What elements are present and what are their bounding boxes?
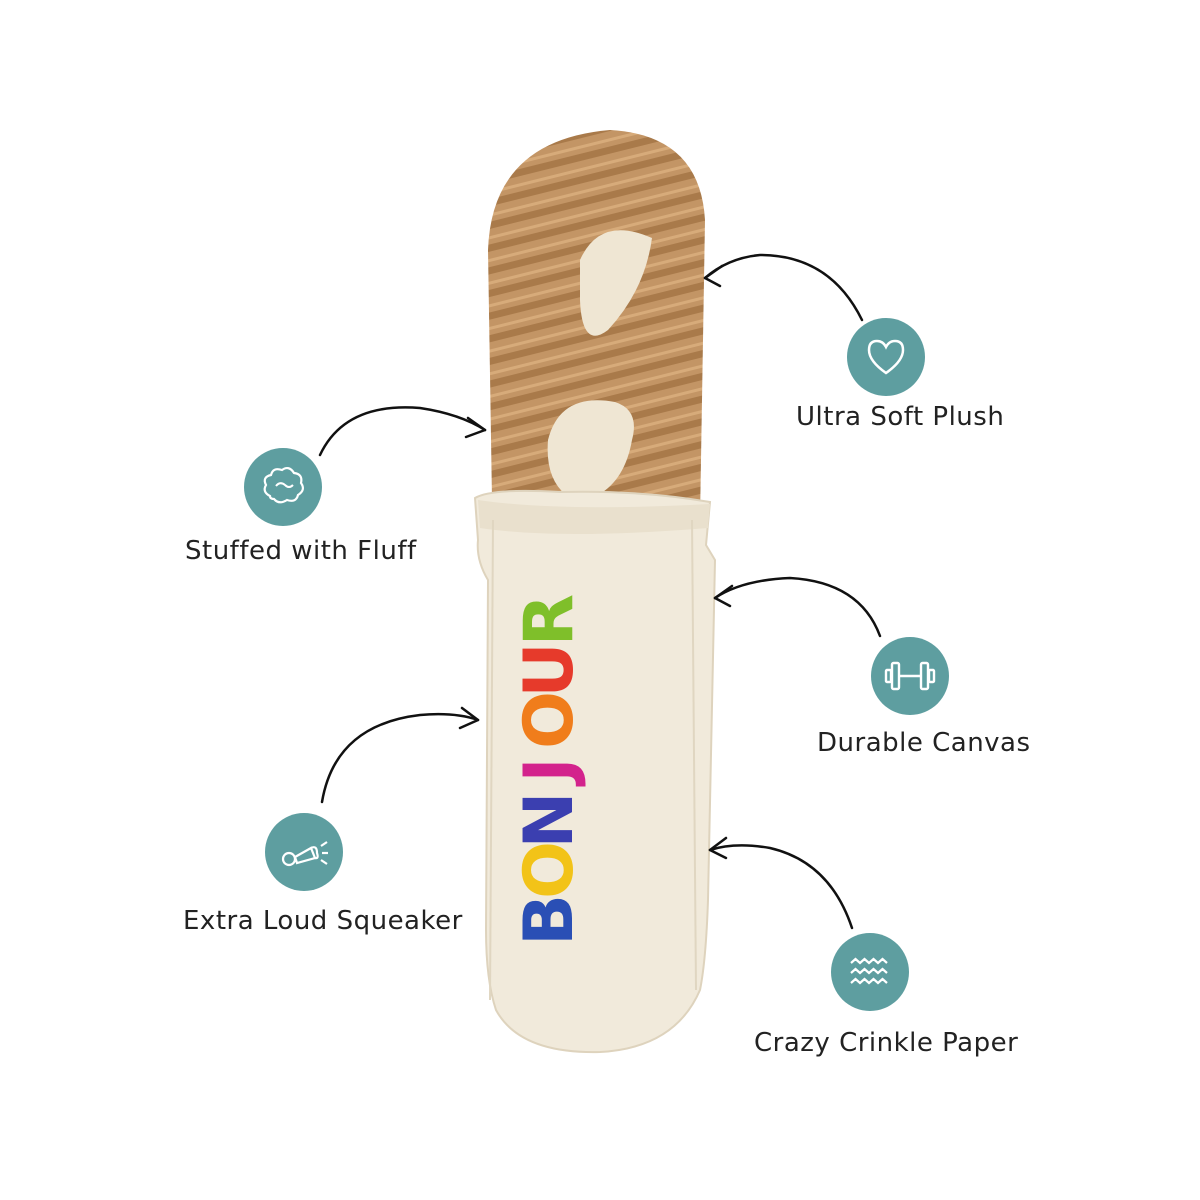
ultra-soft-icon-badge — [847, 318, 925, 396]
arrow-ultra-soft — [703, 253, 864, 322]
baguette — [488, 130, 705, 520]
embroidery-letter: R — [510, 594, 589, 646]
feature-label-stuffed: Stuffed with Fluff — [185, 536, 417, 566]
heart-icon — [847, 318, 925, 396]
feature-label-squeaker: Extra Loud Squeaker — [183, 906, 463, 936]
feature-label-crinkle: Crazy Crinkle Paper — [754, 1028, 1019, 1058]
embroidery-letter: B — [510, 894, 589, 946]
bread-slash-bottom — [547, 400, 634, 495]
feature-label-ultra-soft: Ultra Soft Plush — [796, 402, 1005, 432]
fluff-icon — [244, 448, 322, 526]
crinkle-icon-badge — [831, 933, 909, 1011]
waves-icon — [831, 933, 909, 1011]
arrow-durable — [713, 576, 882, 638]
embroidery-letter: O — [510, 841, 589, 899]
embroidery-letter: U — [510, 642, 589, 697]
embroidery-letter: N — [510, 792, 589, 849]
dumbbell-icon — [871, 637, 949, 715]
durable-icon-badge — [871, 637, 949, 715]
bread-slash-top — [580, 230, 652, 336]
canvas-bag — [473, 489, 717, 1054]
embroidery-letter: J — [510, 757, 589, 786]
embroidery-letter: O — [510, 691, 589, 749]
arrow-stuffed — [318, 406, 487, 457]
squeaker-icon-badge — [265, 813, 343, 891]
stuffed-icon-badge — [244, 448, 322, 526]
arrow-squeaker — [320, 712, 480, 804]
feature-label-durable: Durable Canvas — [817, 728, 1031, 758]
arrow-crinkle — [708, 844, 854, 930]
horn-icon — [265, 813, 343, 891]
